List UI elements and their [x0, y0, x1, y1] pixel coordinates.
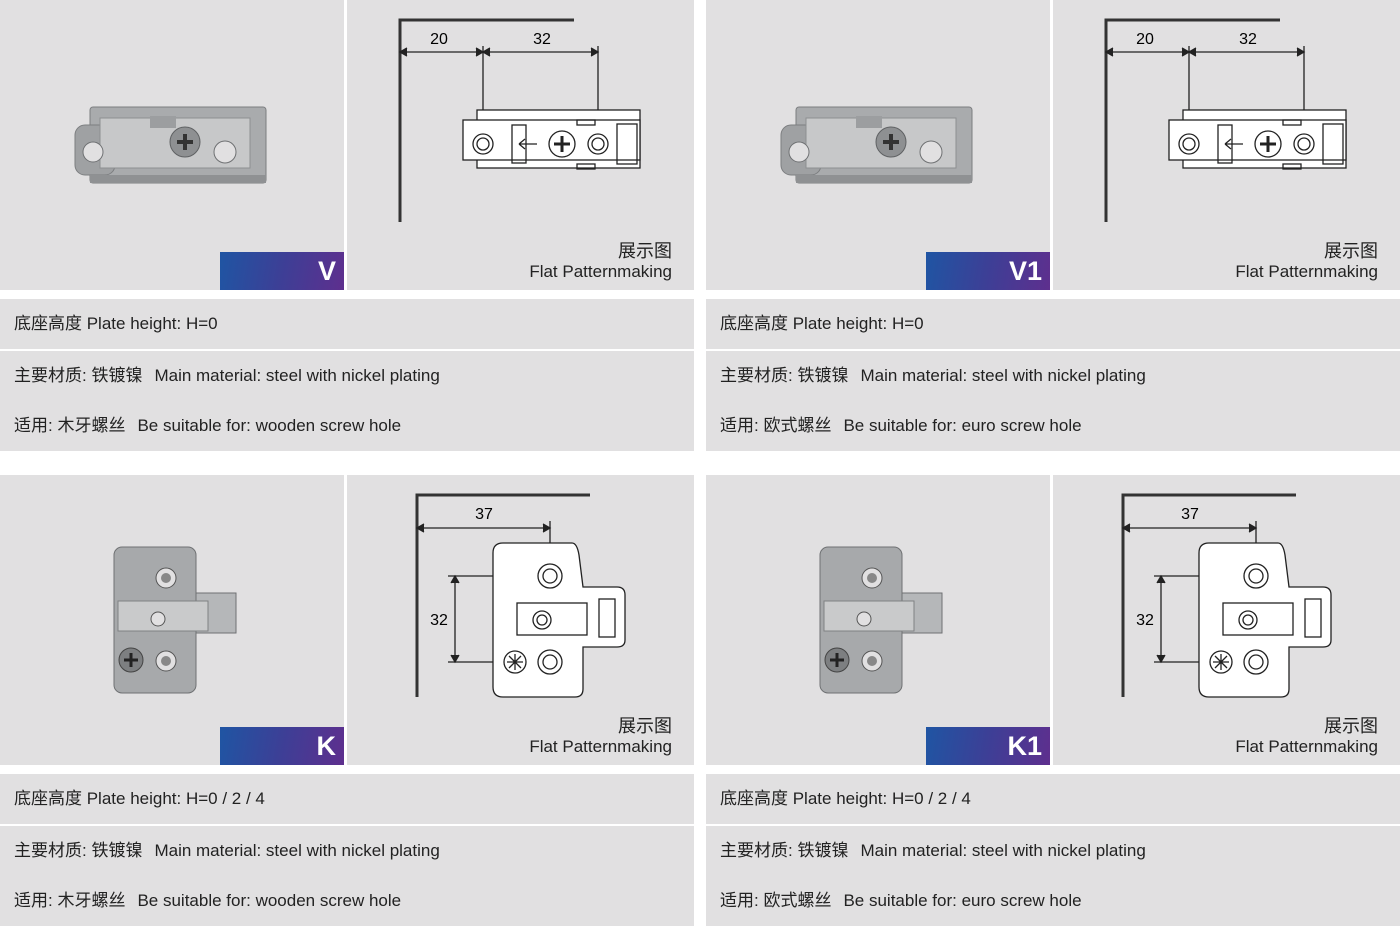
dim-label-1: 37 [1181, 506, 1199, 523]
spec-material: 主要材质: 铁镀镍 Main material: steel with nicke… [706, 826, 1400, 876]
product-photo-panel: V1 [706, 0, 1050, 290]
product-card-k1: K1 37 32 展示图 Flat Patternmaking 底座高度 Pla… [706, 475, 1400, 926]
spec-material: 主要材质: 铁镀镍 Main material: steel with nicke… [0, 351, 694, 401]
material-cn: 主要材质: 铁镀镍 [720, 366, 849, 385]
spec-suitable: 适用: 木牙螺丝 Be suitable for: wooden screw ho… [0, 876, 694, 926]
flat-pattern-drawing: 20 32 [398, 18, 641, 222]
drawing-panel: 37 32 展示图 Flat Patternmaking [1053, 475, 1400, 765]
product-photo [780, 106, 973, 184]
product-card-v1: V1 20 32 展示图 Flat Patternmaking 底座高度 Pla… [706, 0, 1400, 451]
suitable-en: Be suitable for: wooden screw hole [137, 416, 402, 435]
material-en: Main material: steel with nickel plating [154, 841, 440, 860]
caption-en: Flat Patternmaking [1235, 737, 1378, 756]
spec-plate-height: 底座高度 Plate height: H=0 [0, 299, 694, 349]
drawing-panel: 37 32 展示图 Flat Patternmaking [347, 475, 694, 765]
product-card-k: K 37 32 展示图 Flat Patternmaking 底座高度 Plat… [0, 475, 694, 926]
spec-suitable: 适用: 欧式螺丝 Be suitable for: euro screw hole [706, 876, 1400, 926]
suitable-cn: 适用: 欧式螺丝 [720, 891, 832, 910]
dim-label-1: 37 [475, 506, 493, 523]
caption-cn: 展示图 [618, 241, 672, 261]
caption-en: Flat Patternmaking [529, 262, 672, 281]
caption-cn: 展示图 [1324, 716, 1378, 736]
spec-material: 主要材质: 铁镀镍 Main material: steel with nicke… [0, 826, 694, 876]
model-badge: V1 [926, 252, 1050, 290]
product-photo [74, 106, 267, 184]
spec-suitable: 适用: 欧式螺丝 Be suitable for: euro screw hole [706, 401, 1400, 451]
dim-label-1: 20 [430, 31, 448, 48]
suitable-cn: 适用: 木牙螺丝 [14, 416, 126, 435]
spec-material: 主要材质: 铁镀镍 Main material: steel with nicke… [706, 351, 1400, 401]
material-cn: 主要材质: 铁镀镍 [14, 841, 143, 860]
product-photo-panel: V [0, 0, 344, 290]
material-en: Main material: steel with nickel plating [860, 841, 1146, 860]
product-photo-panel: K1 [706, 475, 1050, 765]
spec-plate-height: 底座高度 Plate height: H=0 [706, 299, 1400, 349]
product-card-v: V 20 32 展示图 Flat Patternmaking 底座高度 Plat… [0, 0, 694, 451]
dim-label-2: 32 [430, 612, 448, 629]
material-en: Main material: steel with nickel plating [860, 366, 1146, 385]
model-badge: V [220, 252, 344, 290]
suitable-en: Be suitable for: euro screw hole [843, 416, 1082, 435]
drawing-panel: 20 32 展示图 Flat Patternmaking [347, 0, 694, 290]
suitable-en: Be suitable for: euro screw hole [843, 891, 1082, 910]
model-badge: K1 [926, 727, 1050, 765]
dim-label-1: 20 [1136, 31, 1154, 48]
model-badge: K [220, 727, 344, 765]
product-photo [113, 546, 237, 694]
spec-suitable: 适用: 木牙螺丝 Be suitable for: wooden screw ho… [0, 401, 694, 451]
material-cn: 主要材质: 铁镀镍 [14, 366, 143, 385]
product-photo [819, 546, 943, 694]
suitable-cn: 适用: 欧式螺丝 [720, 416, 832, 435]
material-en: Main material: steel with nickel plating [154, 366, 440, 385]
suitable-en: Be suitable for: wooden screw hole [137, 891, 402, 910]
flat-pattern-drawing: 37 32 [415, 493, 626, 698]
dim-label-2: 32 [533, 31, 551, 48]
material-cn: 主要材质: 铁镀镍 [720, 841, 849, 860]
caption-en: Flat Patternmaking [529, 737, 672, 756]
flat-pattern-drawing: 20 32 [1104, 18, 1347, 222]
spec-plate-height: 底座高度 Plate height: H=0 / 2 / 4 [0, 774, 694, 824]
caption-cn: 展示图 [618, 716, 672, 736]
flat-pattern-drawing: 37 32 [1121, 493, 1332, 698]
drawing-panel: 20 32 展示图 Flat Patternmaking [1053, 0, 1400, 290]
product-photo-panel: K [0, 475, 344, 765]
caption-en: Flat Patternmaking [1235, 262, 1378, 281]
spec-plate-height: 底座高度 Plate height: H=0 / 2 / 4 [706, 774, 1400, 824]
caption-cn: 展示图 [1324, 241, 1378, 261]
dim-label-2: 32 [1239, 31, 1257, 48]
dim-label-2: 32 [1136, 612, 1154, 629]
suitable-cn: 适用: 木牙螺丝 [14, 891, 126, 910]
